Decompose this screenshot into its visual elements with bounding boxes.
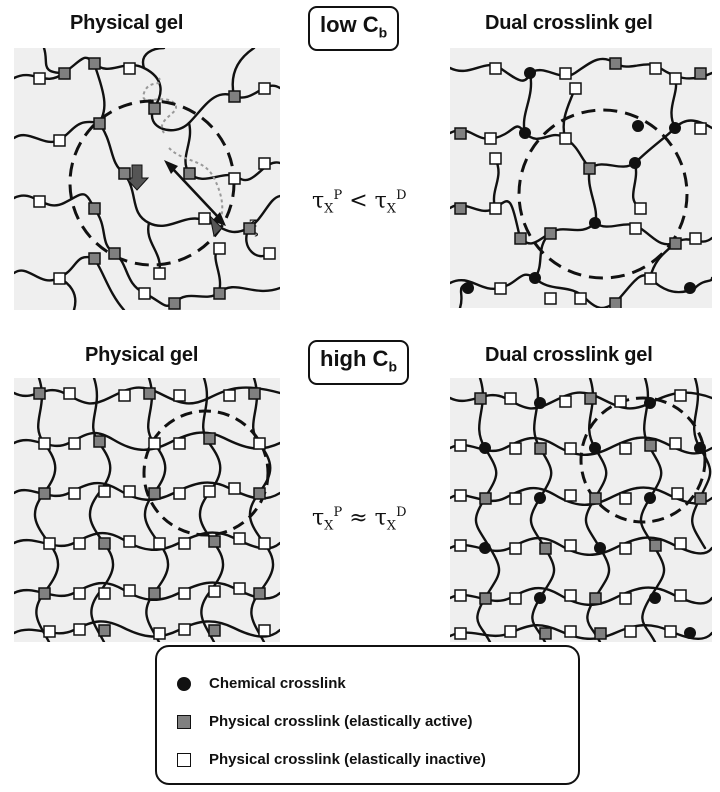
- rel-lhs-sup: P: [333, 505, 343, 520]
- rel-rhs-sub: X: [386, 518, 397, 534]
- rel-lhs: τ: [312, 505, 325, 531]
- low-cb-sub: b: [378, 24, 388, 41]
- legend-chemical-label: Chemical crosslink: [209, 675, 346, 692]
- bottom-left-title: Physical gel: [85, 344, 199, 366]
- legend-row-inactive: Physical crosslink (elastically inactive…: [177, 751, 486, 768]
- legend-active-label: Physical crosslink (elastically active): [209, 713, 473, 730]
- top-left-title: Physical gel: [70, 12, 184, 34]
- rel-rhs-sup: D: [396, 188, 407, 203]
- bottom-right-title: Dual crosslink gel: [485, 344, 653, 366]
- network-physical-high: [14, 378, 280, 642]
- panel-physical-low: ξ: [14, 48, 280, 310]
- top-relation: τXP < τXD: [312, 188, 407, 217]
- rel-lhs-sub: X: [324, 201, 334, 217]
- rel-op: ≈: [349, 505, 368, 531]
- rel-lhs-sub: X: [324, 518, 334, 534]
- network-dual-low: [450, 57, 712, 308]
- legend-row-chemical: Chemical crosslink: [177, 675, 346, 692]
- panel-dual-high: [450, 378, 712, 642]
- rel-rhs: τ: [374, 505, 387, 531]
- rel-op: <: [349, 188, 368, 214]
- rel-rhs-sup: D: [396, 505, 407, 520]
- rel-lhs: τ: [312, 188, 325, 214]
- rel-lhs-sup: P: [333, 188, 343, 203]
- active-crosslink-icon: [177, 714, 191, 729]
- high-cb-sub: b: [388, 358, 397, 375]
- inactive-crosslink-icon: [177, 752, 191, 767]
- legend: Chemical crosslink Physical crosslink (e…: [155, 645, 580, 785]
- low-cb-text: low C: [320, 12, 379, 37]
- rel-rhs: τ: [374, 188, 387, 214]
- bottom-relation: τXP ≈ τXD: [312, 505, 407, 534]
- legend-inactive-label: Physical crosslink (elastically inactive…: [209, 751, 486, 768]
- panel-physical-high: [14, 378, 280, 642]
- low-cb-label: low Cb: [308, 6, 400, 52]
- network-dual-high: [450, 378, 712, 642]
- rel-rhs-sub: X: [386, 201, 397, 217]
- high-cb-label: high Cb: [308, 340, 409, 386]
- top-right-title: Dual crosslink gel: [485, 12, 653, 34]
- network-physical-low: ξ: [14, 48, 280, 310]
- legend-row-active: Physical crosslink (elastically active): [177, 713, 472, 730]
- panel-dual-low: [450, 48, 712, 308]
- high-cb-text: high C: [320, 346, 389, 371]
- chemical-crosslink-icon: [177, 676, 191, 691]
